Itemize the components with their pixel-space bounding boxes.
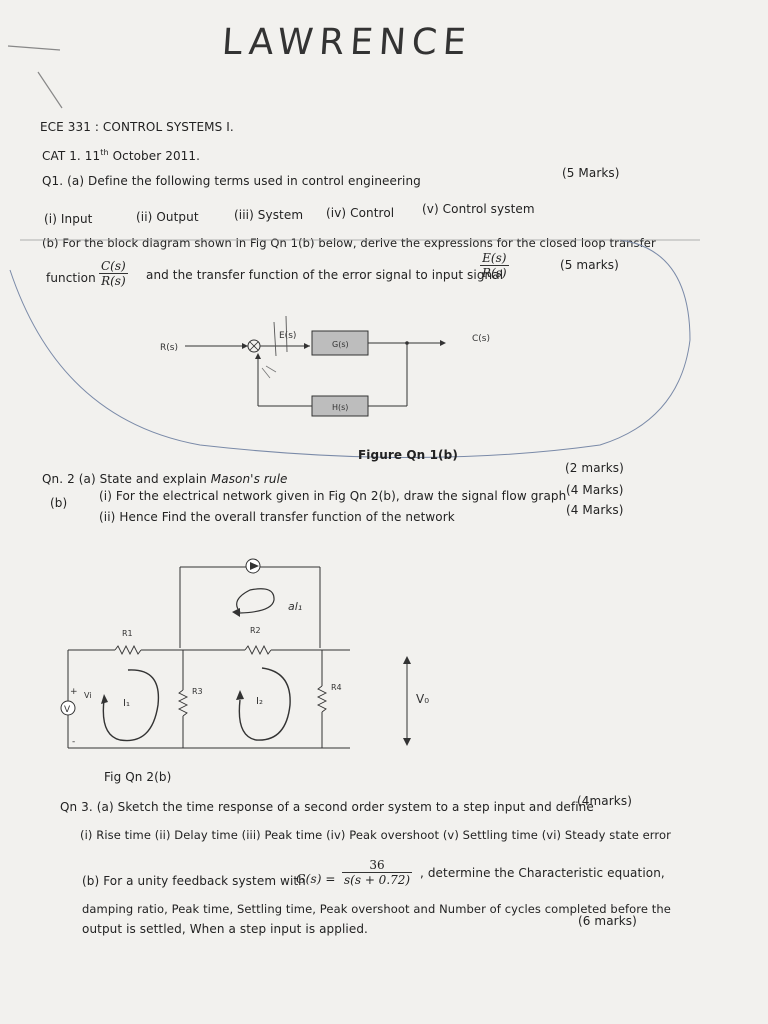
- q2-b-ii-marks: (4 Marks): [566, 503, 624, 517]
- label-v: V: [64, 705, 71, 715]
- label-minus: -: [72, 737, 75, 747]
- label-vi: Vi: [84, 691, 92, 700]
- q3-b-marks: (6 marks): [578, 914, 637, 928]
- q1-b-text: (b) For the block diagram shown in Fig Q…: [42, 236, 656, 250]
- cat-date: CAT 1. 11th October 2011.: [42, 148, 201, 163]
- label-rs: R(s): [160, 343, 178, 353]
- q1-a-marks: (5 Marks): [562, 166, 620, 180]
- term-output: (ii) Output: [136, 210, 199, 224]
- label-cs: C(s): [472, 334, 490, 344]
- label-hs: H(s): [332, 403, 348, 412]
- q3-b-text-a: (b) For a unity feedback system with: [82, 874, 306, 888]
- label-i2: I₂: [256, 696, 263, 707]
- resistor-r2: [244, 644, 272, 656]
- q1-b-marks: (5 marks): [560, 258, 619, 272]
- q3-a-list: (i) Rise time (ii) Delay time (iii) Peak…: [80, 828, 671, 842]
- q1-b-mid: and the transfer function of the error s…: [146, 268, 504, 282]
- resistor-r3: [177, 689, 189, 717]
- loop-i2: [238, 667, 291, 741]
- pencil-loop: [9, 239, 691, 458]
- label-i1: I₁: [123, 698, 130, 709]
- q3-b-line2: damping ratio, Peak time, Settling time,…: [82, 902, 671, 916]
- q2-a-marks: (2 marks): [565, 461, 624, 475]
- q2-b-i: (i) For the electrical network given in …: [99, 489, 567, 503]
- label-r3: R3: [192, 687, 203, 696]
- resistor-r4: [316, 685, 328, 713]
- resistor-r1: [114, 644, 142, 656]
- label-r2: R2: [250, 626, 261, 635]
- q3-b-gs: G(s) =: [296, 872, 336, 886]
- q2-b-ii: (ii) Hence Find the overall transfer fun…: [99, 510, 455, 524]
- label-plus: +: [70, 687, 78, 697]
- q2-b-label: (b): [50, 496, 68, 510]
- fraction-cs-rs: C(s)R(s): [99, 259, 128, 288]
- q3-b-text-b: , determine the Characteristic equation,: [420, 866, 665, 880]
- q1-a-text: Q1. (a) Define the following terms used …: [42, 174, 421, 188]
- term-system: (iii) System: [234, 208, 304, 222]
- figure-qn2b-caption: Fig Qn 2(b): [104, 770, 172, 784]
- label-r4: R4: [331, 683, 342, 692]
- q1-b-function: function: [46, 271, 96, 285]
- q3-a-text: Qn 3. (a) Sketch the time response of a …: [60, 800, 594, 814]
- label-es: E(s): [279, 331, 296, 341]
- q2-b-i-marks: (4 Marks): [566, 483, 624, 497]
- pencil-mark: [7, 45, 63, 109]
- voltage-source: [60, 700, 76, 716]
- label-vo: V₀: [416, 692, 429, 706]
- term-control-system: (v) Control system: [422, 202, 535, 216]
- gs-block: [311, 330, 369, 356]
- q2-a-text: Qn. 2 (a) State and explain Mason's rule: [42, 472, 288, 486]
- q3-b-line3: output is settled, When a step input is …: [82, 922, 368, 936]
- label-r1: R1: [122, 629, 133, 638]
- q3-a-marks: (4marks): [577, 794, 632, 808]
- course-title: ECE 331 : CONTROL SYSTEMS I.: [40, 120, 234, 134]
- label-al1: al₁: [288, 600, 302, 613]
- fraction-es-rs: E(s)R(s): [480, 251, 509, 280]
- figure-qn1b-caption: Figure Qn 1(b): [358, 448, 458, 462]
- label-gs: G(s): [332, 340, 349, 349]
- loop-i1: [102, 669, 160, 742]
- term-control: (iv) Control: [326, 206, 395, 220]
- loop-al1: [236, 588, 275, 614]
- term-input: (i) Input: [44, 212, 93, 226]
